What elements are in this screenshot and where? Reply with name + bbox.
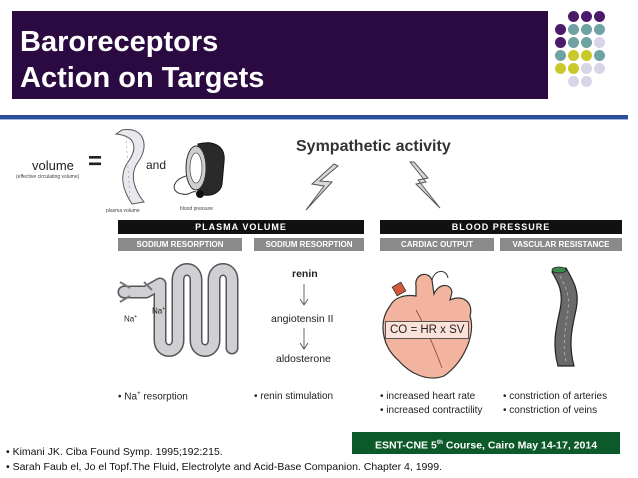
title-box: Baroreceptors Action on Targets <box>12 11 548 99</box>
blood-pressure-band: BLOOD PRESSURE <box>380 220 622 234</box>
sympathetic-activity-title: Sympathetic activity <box>296 138 451 155</box>
arrow-down-icon <box>299 284 309 306</box>
course-footer-banner: ESNT-CNE 5th Course, Cairo May 14-17, 20… <box>352 432 620 454</box>
decorative-dot <box>581 24 592 35</box>
angiotensin-label: angiotensin II <box>271 313 334 325</box>
bullet-na-resorption: • Na+ resorption <box>118 391 188 403</box>
decorative-dot <box>555 24 566 35</box>
aldosterone-label: aldosterone <box>276 353 331 365</box>
subheader-cardiac-output: CARDIAC OUTPUT <box>380 238 494 251</box>
subheader-sodium-resorption-2: SODIUM RESORPTION <box>254 238 364 251</box>
na-label-2: Na+ <box>152 306 166 316</box>
header-divider <box>0 115 628 119</box>
co-equation-box: CO = HR x SV <box>385 321 470 339</box>
title-line-1: Baroreceptors <box>20 26 219 58</box>
decorative-dot <box>594 63 605 74</box>
renin-label: renin <box>292 268 318 280</box>
arrow-down-icon <box>299 328 309 350</box>
decorative-dot <box>568 50 579 61</box>
blood-pressure-caption: blood pressure <box>180 206 214 212</box>
decorative-dot <box>568 24 579 35</box>
reference-1: • Kimani JK. Ciba Found Symp. 1995;192:2… <box>6 446 223 458</box>
subheader-vascular-resistance: VASCULAR RESISTANCE <box>500 238 622 251</box>
and-label: and <box>146 158 167 172</box>
decorative-dot <box>581 76 592 87</box>
decorative-dot <box>568 63 579 74</box>
decorative-dot <box>581 63 592 74</box>
subheader-sodium-resorption-1: SODIUM RESORPTION <box>118 238 242 251</box>
nephron-tubule-illustration <box>117 263 239 357</box>
lightning-bolt-icon <box>408 161 441 209</box>
decorative-dot <box>568 76 579 87</box>
bullet-constriction-veins: • constriction of veins <box>503 405 598 416</box>
decorative-dot <box>555 37 566 48</box>
lightning-bolt-icon <box>305 163 339 211</box>
blood-pressure-cuff-icon <box>173 142 225 198</box>
vessel-segment-illustration <box>114 129 145 205</box>
decorative-dot-grid <box>555 11 635 91</box>
decorative-dot <box>581 11 592 22</box>
decorative-dot <box>581 50 592 61</box>
decorative-dot <box>594 50 605 61</box>
decorative-dot <box>568 11 579 22</box>
volume-label: volume <box>32 158 74 173</box>
equals-sign: = <box>88 148 103 175</box>
title-line-2: Action on Targets <box>20 62 265 94</box>
decorative-dot <box>555 63 566 74</box>
decorative-dot <box>594 24 605 35</box>
decorative-dot <box>594 11 605 22</box>
bullet-increased-heart-rate: • increased heart rate <box>380 391 476 402</box>
artery-illustration <box>551 266 578 367</box>
bullet-renin-stimulation: • renin stimulation <box>254 391 334 402</box>
volume-sublabel: (effective circulating volume) <box>16 174 80 180</box>
decorative-dot <box>581 37 592 48</box>
decorative-dot <box>594 37 605 48</box>
bullet-constriction-arteries: • constriction of arteries <box>503 391 608 402</box>
bullet-increased-contractility: • increased contractility <box>380 405 483 416</box>
decorative-dot <box>555 50 566 61</box>
na-label-1: Na+ <box>124 314 138 324</box>
decorative-dot <box>568 37 579 48</box>
plasma-volume-band: PLASMA VOLUME <box>118 220 364 234</box>
plasma-volume-caption: plasma volume <box>106 208 140 214</box>
header-divider-light <box>0 119 628 120</box>
reference-2: • Sarah Faub el, Jo el Topf.The Fluid, E… <box>6 461 442 473</box>
